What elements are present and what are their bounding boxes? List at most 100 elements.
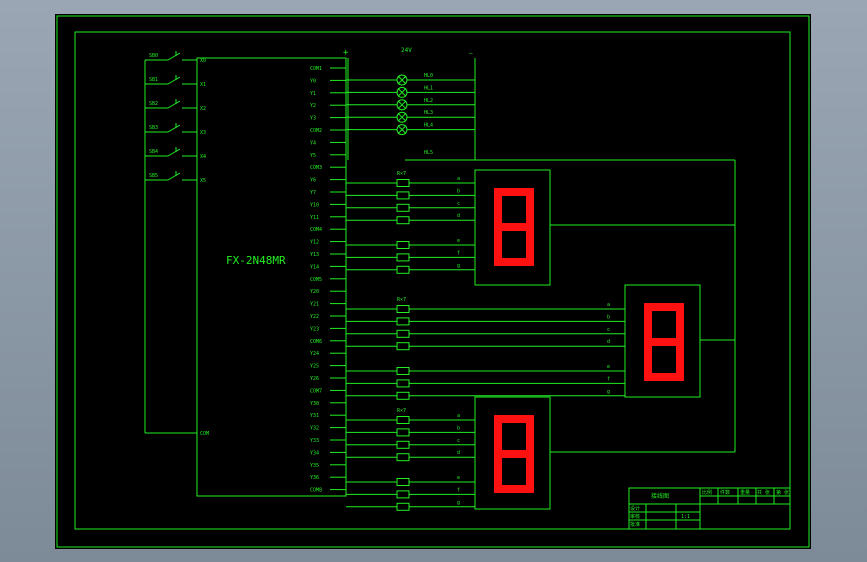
display-1-segment [526,188,534,227]
output-terminal-label: Y14 [310,264,319,270]
output-terminal-label: COM1 [310,66,322,72]
output-terminal-label: COM7 [310,388,322,394]
title-row-approve: 批准 [630,521,640,528]
output-terminal-label: Y25 [310,364,319,370]
title-cell-sheets: 共 张 [757,489,770,496]
output-terminal-label: Y4 [310,140,316,146]
plc-body [196,57,347,497]
output-terminal-label: Y10 [310,202,319,208]
title-row-design: 设计 [630,505,640,512]
switch-contact [167,124,181,133]
segment-label: f [607,376,610,382]
lamp-extra-label: HL5 [424,150,433,156]
output-terminal-label: COM5 [310,277,322,283]
display-2-segment [676,303,684,342]
output-terminal-section: COM1Y0Y1Y2Y3COM2Y4Y5COM3Y6Y7Y10Y11COM4Y1… [310,66,346,494]
input-terminal-label: X0 [200,58,206,64]
display-1-frame [474,169,551,286]
display-3-frame [474,396,551,510]
segment-label: c [457,438,460,444]
output-terminal-label: Y6 [310,178,316,184]
input-terminal-label: X3 [200,130,206,136]
supply-label: 24V [401,47,412,54]
output-terminal-label: Y35 [310,463,319,469]
title-note: 1:1 [681,514,690,520]
output-terminal-label: COM6 [310,339,322,345]
segment-label: f [457,250,460,256]
output-terminal-label: Y24 [310,351,319,357]
lamp-label: HL0 [424,73,433,79]
switch-contact [167,76,181,85]
lamp-label: HL4 [424,123,433,129]
segment-label: d [607,339,610,345]
output-terminal-label: Y23 [310,326,319,332]
output-terminal-label: Y11 [310,215,319,221]
display-2-segment [676,342,684,381]
output-terminal-label: Y12 [310,240,319,246]
switch-contact [167,100,181,109]
segment-label: b [457,425,460,431]
switch-contact [167,52,181,61]
display-1-segment [494,227,502,266]
outer-frame [56,15,810,548]
input-switch-label: SB3 [149,125,158,131]
display-2-segment [644,342,652,381]
output-terminal-label: COM2 [310,128,322,134]
title-cell-weight: 重量 [740,489,750,496]
plc-model-label: FX-2N48MR [226,254,286,267]
output-terminal-label: Y20 [310,289,319,295]
drawing-background [55,14,811,549]
segment-label: d [457,213,460,219]
output-terminal-label: Y5 [310,153,316,159]
input-switch-label: SB4 [149,149,158,155]
display-1-segment [494,223,534,231]
output-terminal-label: Y3 [310,116,316,122]
segment-label: c [457,201,460,207]
switch-contact [167,148,181,157]
output-terminal-label: Y13 [310,252,319,258]
seven-segment-displays [474,169,735,510]
segment-label: g [607,389,610,395]
display-3-segment [494,485,534,493]
segment-label: f [457,487,460,493]
display-1-segment [494,258,534,266]
input-com-label: COM [200,431,209,437]
output-terminal-label: Y1 [310,91,316,97]
input-terminal-label: X2 [200,106,206,112]
output-terminal-label: Y30 [310,401,319,407]
switch-contact [167,172,181,181]
lamp-label: HL1 [424,85,433,91]
display-3-segment [494,454,502,493]
lamp-cross [397,75,407,85]
display-2-segment [644,338,684,346]
display-3-segment [494,450,534,458]
minus-label: — [469,50,473,57]
segment-label: a [457,413,460,419]
segment-label: e [457,238,460,244]
plus-label: + [343,48,349,58]
title-cell-count: 件数 [720,489,730,496]
title-cell-scale: 比例 [702,489,712,496]
display-1-segment [494,188,502,227]
output-terminal-label: COM3 [310,165,322,171]
output-terminal-label: Y0 [310,78,316,84]
title-row-review: 审核 [630,513,640,520]
output-terminal-label: Y32 [310,426,319,432]
segment-label: b [607,314,610,320]
resistor-group-label: R×7 [397,171,406,177]
segment-label: a [457,176,460,182]
output-terminal-label: COM4 [310,227,322,233]
lamp-cross [397,88,407,97]
output-terminal-label: Y33 [310,438,319,444]
input-terminal-label: X4 [200,154,206,160]
display-3-segment [526,454,534,493]
display-3-segment [494,415,534,423]
output-terminal-label: Y7 [310,190,316,196]
display-3-segment [494,415,502,454]
input-terminal-label: X1 [200,82,206,88]
display-2-segment [644,373,684,381]
display-2-segment [644,303,652,342]
output-terminal-label: COM8 [310,488,322,494]
